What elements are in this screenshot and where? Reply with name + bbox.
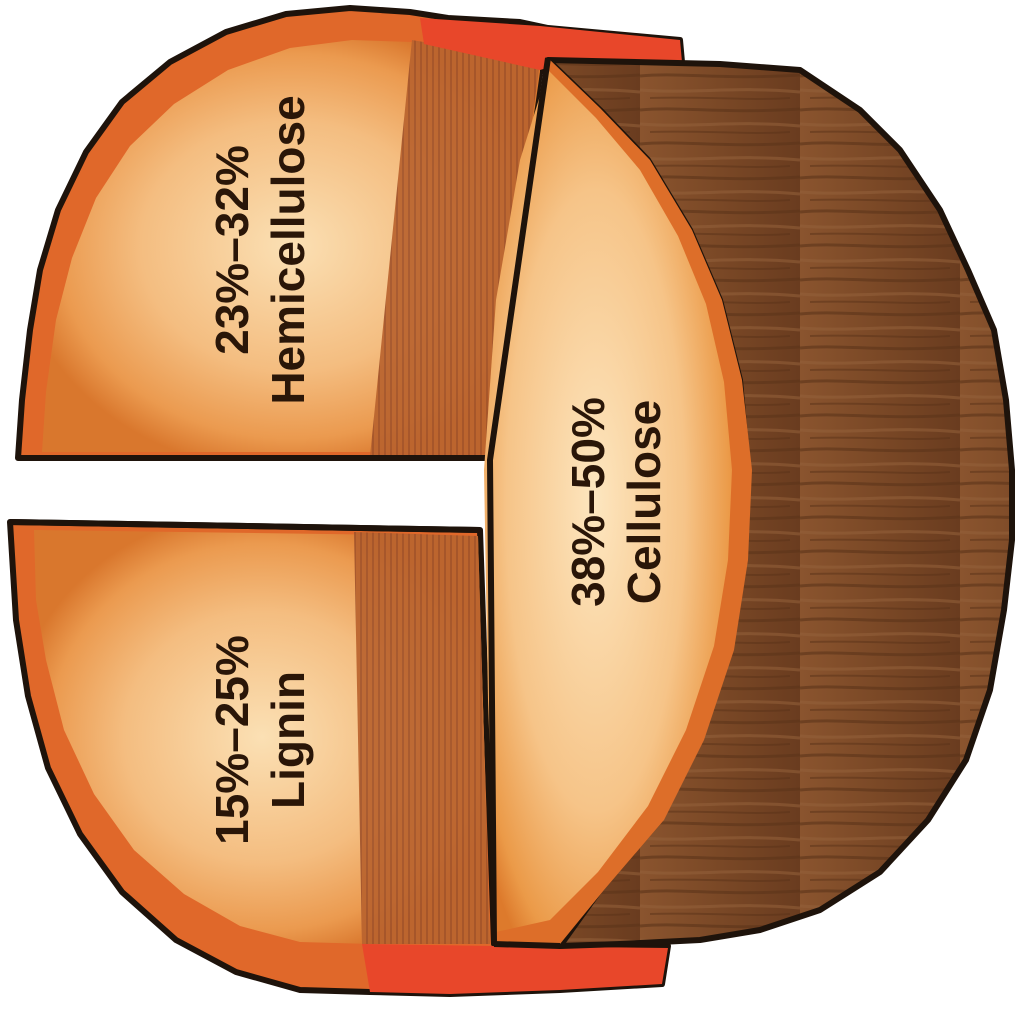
hemicellulose-name: Hemicellulose [262, 95, 314, 404]
lignin-name: Lignin [262, 671, 314, 809]
cellulose-name: Cellulose [618, 400, 670, 605]
cellulose-percent: 38%–50% [562, 397, 614, 607]
lignin-percent: 15%–25% [206, 635, 258, 845]
hemicellulose-percent: 23%–32% [206, 145, 258, 355]
lignin-radial-band [354, 532, 490, 944]
